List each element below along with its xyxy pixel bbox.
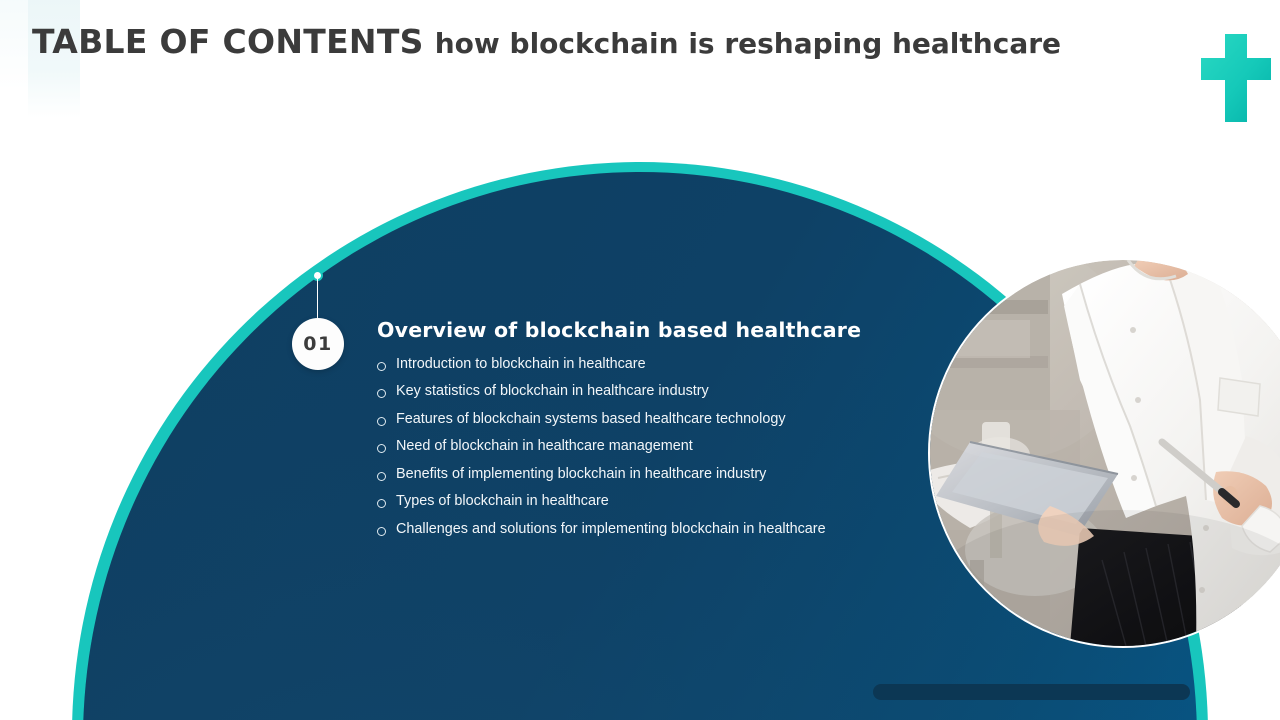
section-content: Overview of blockchain based healthcare …: [377, 318, 937, 548]
list-item[interactable]: Key statistics of blockchain in healthca…: [377, 383, 937, 400]
bullet-circle-icon: [377, 389, 386, 399]
list-item[interactable]: Introduction to blockchain in healthcare: [377, 356, 937, 373]
section-heading: Overview of blockchain based healthcare: [377, 318, 862, 342]
connector-line: [317, 278, 319, 322]
list-item-label: Introduction to blockchain in healthcare: [396, 356, 646, 372]
list-item-label: Challenges and solutions for implementin…: [396, 520, 826, 537]
slide-header: TABLE OF CONTENTS how blockchain is resh…: [32, 22, 1061, 61]
list-item-label: Need of blockchain in healthcare managem…: [396, 438, 693, 455]
list-item-label: Key statistics of blockchain in healthca…: [396, 383, 709, 400]
list-item[interactable]: Types of blockchain in healthcare: [377, 493, 937, 510]
bullet-circle-icon: [377, 471, 386, 481]
bullet-circle-icon: [377, 444, 386, 454]
list-item-label: Types of blockchain in healthcare: [396, 493, 609, 510]
list-item[interactable]: Features of blockchain systems based hea…: [377, 411, 937, 428]
bullet-circle-icon: [377, 362, 386, 371]
watermark-stripe: [28, 0, 80, 118]
bullet-circle-icon: [377, 499, 386, 509]
list-item-label: Benefits of implementing blockchain in h…: [396, 465, 767, 482]
toc-list: Introduction to blockchain in healthcare…: [377, 356, 937, 538]
section-number-label: 01: [303, 333, 333, 355]
list-item[interactable]: Challenges and solutions for implementin…: [377, 521, 937, 538]
watermark-stripe-outer: [0, 0, 30, 90]
bullet-circle-icon: [377, 416, 386, 426]
section-number-badge: 01: [292, 318, 344, 370]
page-title: TABLE OF CONTENTS: [32, 22, 424, 61]
section-number-badge-group: 01: [292, 268, 352, 378]
list-item[interactable]: Need of blockchain in healthcare managem…: [377, 438, 937, 455]
medical-cross-icon: [1200, 34, 1272, 122]
list-item[interactable]: Benefits of implementing blockchain in h…: [377, 466, 937, 483]
page-subtitle: how blockchain is reshaping healthcare: [434, 27, 1062, 60]
list-item-label: Features of blockchain systems based hea…: [396, 410, 786, 427]
bullet-circle-icon: [377, 526, 386, 536]
bottom-accent-bar: [873, 684, 1190, 700]
